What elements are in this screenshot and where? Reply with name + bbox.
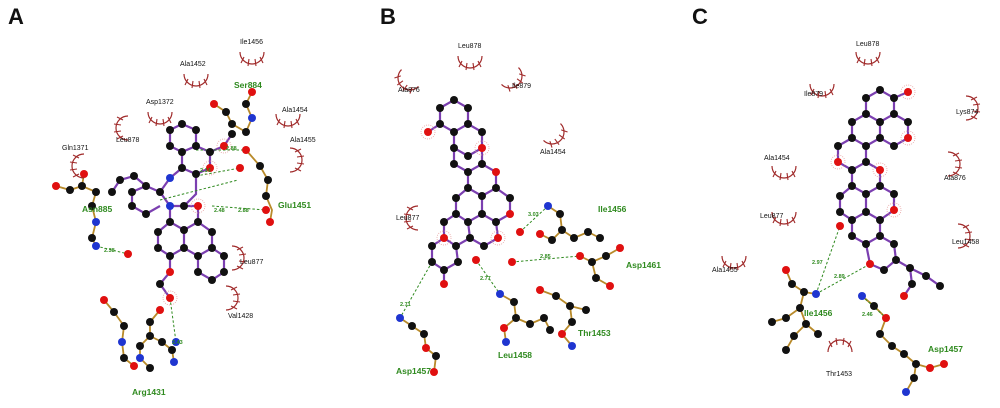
hydrophobic-arcs-a [69,51,305,311]
arc-a-leu877 [231,245,247,271]
arc-b-leu878 [457,55,483,71]
arc-c-leu877 [771,211,797,227]
arc-c-ala1454 [771,165,797,181]
residue-label: Ile879 [804,91,823,98]
hbond-residue-label: Arg1431 [132,387,166,397]
distance-label: 2.97 [812,260,823,266]
hbonds-b [399,205,581,319]
residue-label: Ala876 [944,175,966,182]
hbond-residue-label: Ile1456 [598,204,627,214]
arc-b-ala876 [394,69,419,94]
arc-a-leu878 [113,115,129,141]
distance-label: 2.71 [400,302,411,308]
hbond-residue-label: Asp1461 [626,260,661,270]
labels-b: Leu878 Ala876 Ile879 Ala1454 Leu877 Ile1… [396,43,661,376]
residue-label: Ala1455 [712,267,738,274]
arc-a-asp1372 [147,111,173,127]
arc-a-val1428 [225,285,241,311]
arc-b-ala1454 [543,123,568,148]
distance-label: 2.43 [172,340,183,346]
residue-label: Asp1372 [146,99,174,106]
arc-c-ala876 [947,151,963,177]
distance-label: 2.89 [834,274,845,280]
panel-a: A [8,4,316,397]
residue-label: Ala1452 [180,61,206,68]
hbond-residue-label: Asn885 [82,204,113,214]
residue-label: Leu878 [458,43,481,50]
residue-label: Leu1458 [952,239,979,246]
arc-b-leu877 [403,205,419,231]
arc-c-thr1453 [827,337,853,353]
hbond-residue-label: Ile1456 [804,308,833,318]
hbond-residue-label: Glu1451 [278,200,311,210]
arc-a-ile1456 [239,51,265,67]
hbond-residue-label: Ser884 [234,80,262,90]
residue-label: Leu877 [396,215,419,222]
panel-c: C [692,4,981,396]
arc-b-ile879 [501,67,526,92]
hydrophobic-arcs-b [394,55,568,231]
distance-label: 3.03 [528,212,539,218]
panel-label-b: B [380,4,396,29]
panel-label-a: A [8,4,24,29]
distance-label: 2.48 [214,208,225,214]
labels-c: Leu878 Ile879 Lys874 Ala1454 Ala876 Leu8… [712,41,979,378]
residue-label: Thr1453 [826,371,852,378]
hbond-residue-label: Asp1457 [928,344,963,354]
residue-label: Gln1371 [62,145,89,152]
residue-label: Leu877 [760,213,783,220]
panel-label-c: C [692,4,708,29]
hbond-residue-label: Leu1458 [498,350,532,360]
arc-c-lys874 [965,95,981,121]
labels-a: Ile1456 Ala1452 Asp1372 Ala1454 Gln1371 … [62,39,316,397]
distance-label: 2.46 [862,312,873,318]
distance-label: 2.88 [226,146,237,152]
residue-label: Ala876 [398,87,420,94]
hbonds-a [95,149,267,343]
arc-a-ala1452 [183,73,209,89]
arc-c-ala1455 [721,255,747,271]
atoms-b [396,96,624,376]
residue-label: Ile879 [512,83,531,90]
residue-label: Ile1456 [240,39,263,46]
distance-label: 2.14 [200,168,212,174]
hbond-residue-label: Thr1453 [578,328,611,338]
arc-c-leu1458 [957,223,973,249]
residue-label: Ala1455 [290,137,316,144]
hbonds-c [815,225,887,319]
distance-label: 2.88 [238,208,249,214]
residue-bonds-c [771,269,945,393]
arc-a-gln1371 [69,153,85,179]
hbond-residue-label: Asp1457 [396,366,431,376]
panel-b: B [380,4,661,376]
residue-label: Leu878 [856,41,879,48]
arc-a-ala1455 [289,147,305,173]
distance-label: 2.77 [480,276,491,282]
residue-bonds-a [55,91,273,369]
residue-label: Leu877 [240,259,263,266]
distance-label: 2.85 [540,254,551,260]
distance-label: 2.38 [104,248,115,254]
atoms-a [52,88,274,372]
arc-a-ala1454 [275,113,301,129]
atoms-c [768,84,948,396]
residue-label: Ala1454 [764,155,790,162]
residue-label: Ala1454 [282,107,308,114]
residue-label: Leu878 [116,137,139,144]
arc-c-leu878 [855,51,881,67]
residue-label: Ala1454 [540,149,566,156]
arc-c-ile879 [809,83,835,99]
residue-label: Lys874 [956,109,978,116]
hydrophobic-arcs-c [721,51,981,353]
residue-label: Val1428 [228,313,253,320]
